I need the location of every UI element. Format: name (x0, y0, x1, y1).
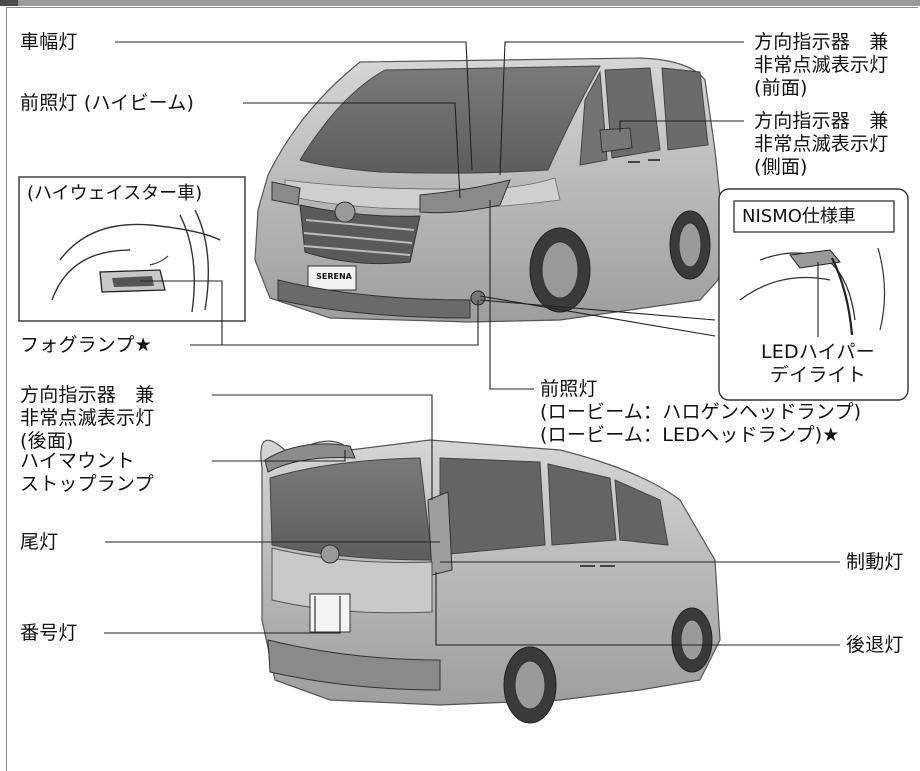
inset-nismo-caption: LEDハイパー デイライト (761, 341, 875, 386)
label-high-mount-stop: ハイマウント ストップランプ (20, 450, 154, 495)
inset-highway-star-frame (18, 176, 246, 322)
label-tail-lamp: 尾灯 (20, 531, 59, 553)
label-turn-rear: 方向指示器 兼 非常点滅表示灯 (後面) (20, 384, 155, 452)
leader-lines (104, 41, 840, 646)
label-fog-lamp: フォグランプ★ (20, 334, 152, 356)
label-license-lamp: 番号灯 (20, 622, 78, 644)
front-van (254, 57, 726, 323)
inset-nismo-frame (718, 188, 909, 401)
label-turn-front: 方向指示器 兼 非常点滅表示灯 (前面) (754, 31, 889, 99)
inset-nismo-title: NISMO仕様車 (742, 206, 856, 227)
page-frame (6, 7, 918, 771)
label-reverse-lamp: 後退灯 (846, 634, 904, 656)
inset-highway-title: (ハイウェイスター車) (27, 183, 203, 204)
top-rule (0, 0, 920, 6)
label-turn-side: 方向指示器 兼 非常点滅表示灯 (側面) (754, 110, 889, 178)
label-headlamp-low: 前照灯 (ロービーム：ハロゲンヘッドランプ) (ロービーム：LEDヘッドランプ)… (540, 378, 862, 446)
front-emblem-text: SERENA (316, 272, 352, 281)
label-brake-lamp: 制動灯 (846, 551, 904, 573)
rear-van (260, 439, 721, 724)
top-rule-tab (0, 0, 18, 6)
label-headlamp-high: 前照灯 (ハイビーム) (20, 92, 195, 114)
label-side-marker: 車幅灯 (20, 31, 78, 53)
